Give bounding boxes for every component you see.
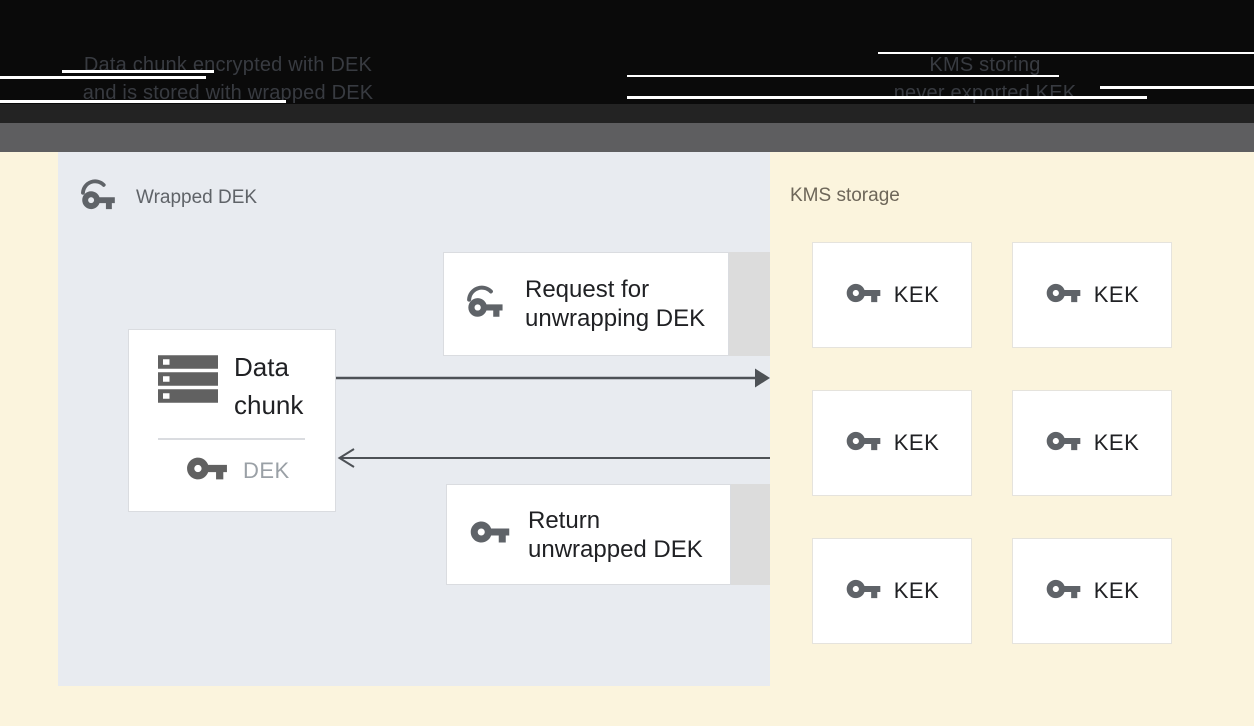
wrapped-key-icon xyxy=(80,177,120,218)
data-chunk-icon xyxy=(158,354,218,409)
kek-box: KEK xyxy=(1012,390,1172,496)
glitch-stripe xyxy=(1100,86,1254,89)
return-unwrapped-box: Return unwrapped DEK xyxy=(446,484,731,585)
dek-row: DEK xyxy=(185,454,290,488)
wrapped-dek-panel: Wrapped DEK xyxy=(58,152,770,686)
data-chunk-divider xyxy=(158,438,305,440)
request-box-content: Request for unwrapping DEK xyxy=(444,253,728,355)
return-line1: Return xyxy=(528,506,601,534)
glitched-header-banner: Data chunk encrypted with DEK and is sto… xyxy=(0,0,1254,123)
request-connector-strip xyxy=(729,252,770,356)
key-icon xyxy=(469,517,511,552)
kek-box: KEK xyxy=(1012,538,1172,644)
kek-label: KEK xyxy=(893,578,940,603)
wrapped-dek-header: Wrapped DEK xyxy=(80,177,257,218)
caption-kms-line2: never exported KEK xyxy=(893,82,1077,104)
glitch-stripe xyxy=(62,70,214,73)
caption-data-chunk-line2: and is stored with wrapped DEK xyxy=(82,82,374,104)
request-line1: Request for xyxy=(525,276,650,303)
glitch-stripe xyxy=(878,52,1254,54)
return-box-label: Return unwrapped DEK xyxy=(528,506,703,564)
caption-data-chunk: Data chunk encrypted with DEK and is sto… xyxy=(58,51,398,107)
kek-label: KEK xyxy=(1093,282,1140,307)
wrapped-key-icon xyxy=(466,283,508,326)
request-unwrapping-box: Request for unwrapping DEK xyxy=(443,252,729,356)
key-icon xyxy=(1045,576,1082,607)
key-icon xyxy=(845,576,882,607)
data-chunk-box: Data chunk DEK xyxy=(128,329,336,512)
glitch-stripe xyxy=(0,100,286,103)
data-chunk-title-row: Data chunk xyxy=(158,352,326,424)
glitch-stripe xyxy=(627,75,1059,77)
kek-box: KEK xyxy=(812,390,972,496)
request-box-label: Request for unwrapping DEK xyxy=(525,275,705,333)
key-icon xyxy=(845,280,882,311)
caption-data-chunk-line1: Data chunk encrypted with DEK xyxy=(83,54,373,76)
kms-storage-label: KMS storage xyxy=(790,185,900,206)
glitch-stripe xyxy=(627,96,1147,99)
wrapped-dek-label: Wrapped DEK xyxy=(136,186,258,208)
dek-label: DEK xyxy=(243,458,290,483)
kek-label: KEK xyxy=(1093,430,1140,455)
request-line2: unwrapping DEK xyxy=(525,305,706,332)
return-line2: unwrapped DEK xyxy=(528,535,703,563)
kek-label: KEK xyxy=(893,282,940,307)
return-connector-strip xyxy=(731,484,770,585)
key-icon xyxy=(845,428,882,459)
glitch-stripe xyxy=(0,76,206,79)
return-box-content: Return unwrapped DEK xyxy=(447,485,730,584)
return-arrowhead-icon xyxy=(337,448,355,468)
kek-box: KEK xyxy=(812,242,972,348)
kek-box: KEK xyxy=(1012,242,1172,348)
caption-kms-line1: KMS storing xyxy=(929,54,1041,76)
kek-label: KEK xyxy=(893,430,940,455)
banner-lower-shade xyxy=(0,104,1254,123)
key-icon xyxy=(1045,428,1082,459)
key-icon xyxy=(1045,280,1082,311)
kek-box: KEK xyxy=(812,538,972,644)
data-chunk-title: Data chunk xyxy=(234,352,304,420)
request-arrowhead-icon xyxy=(755,368,770,388)
key-icon xyxy=(185,454,229,488)
header-divider-bar xyxy=(0,123,1254,152)
kek-label: KEK xyxy=(1093,578,1140,603)
